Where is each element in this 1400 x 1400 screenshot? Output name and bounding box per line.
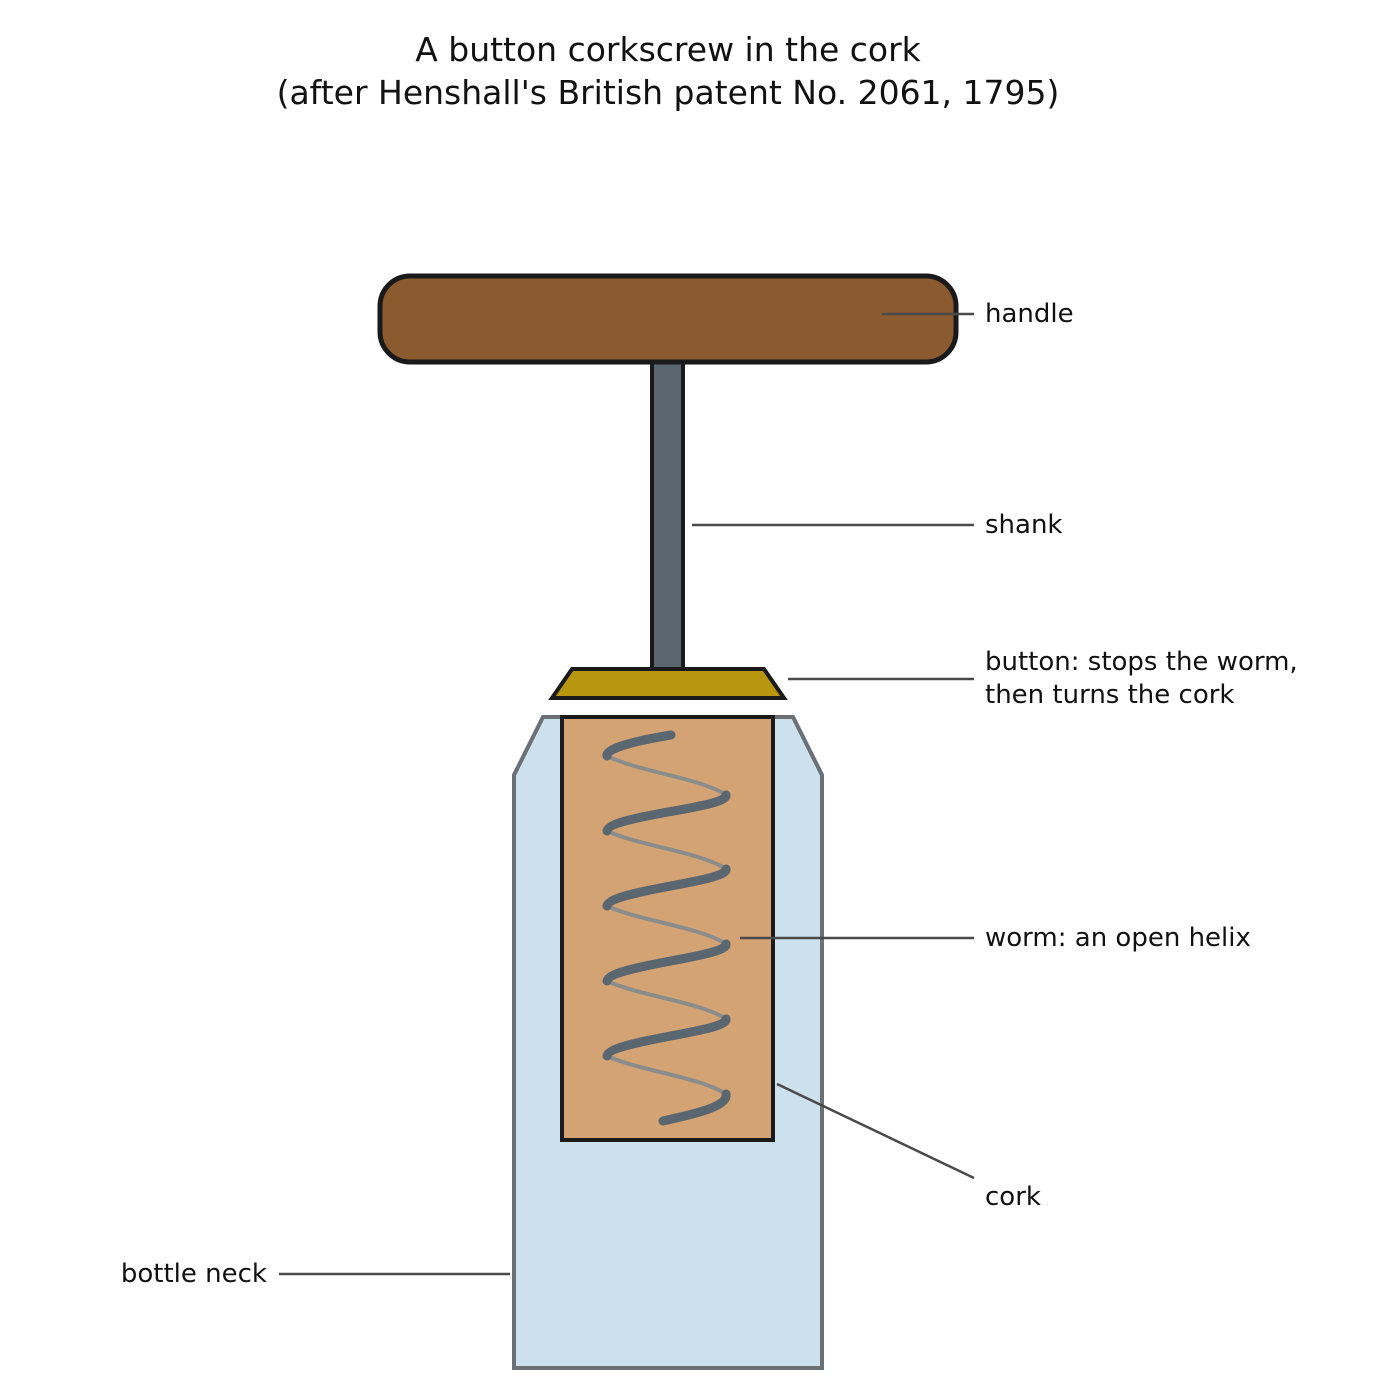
diagram-title-line2: (after Henshall's British patent No. 206…	[277, 73, 1060, 112]
worm	[602, 730, 731, 1126]
shank-label: shank	[985, 510, 1063, 540]
diagram-title-line1: A button corkscrew in the cork	[415, 30, 921, 69]
cork-leader-line	[776, 1082, 975, 1180]
handle-label: handle	[985, 299, 1074, 329]
cork-label: cork	[985, 1182, 1041, 1212]
button	[548, 667, 788, 700]
button-label-line2: then turns the cork	[985, 680, 1235, 710]
button-label-line1: button: stops the worm,	[985, 647, 1298, 677]
handle	[377, 273, 959, 365]
shank	[650, 357, 685, 672]
worm-label: worm: an open helix	[985, 923, 1251, 953]
bottle-neck-label: bottle neck	[121, 1259, 267, 1289]
cork	[560, 715, 775, 1142]
worm-back	[605, 754, 728, 1096]
